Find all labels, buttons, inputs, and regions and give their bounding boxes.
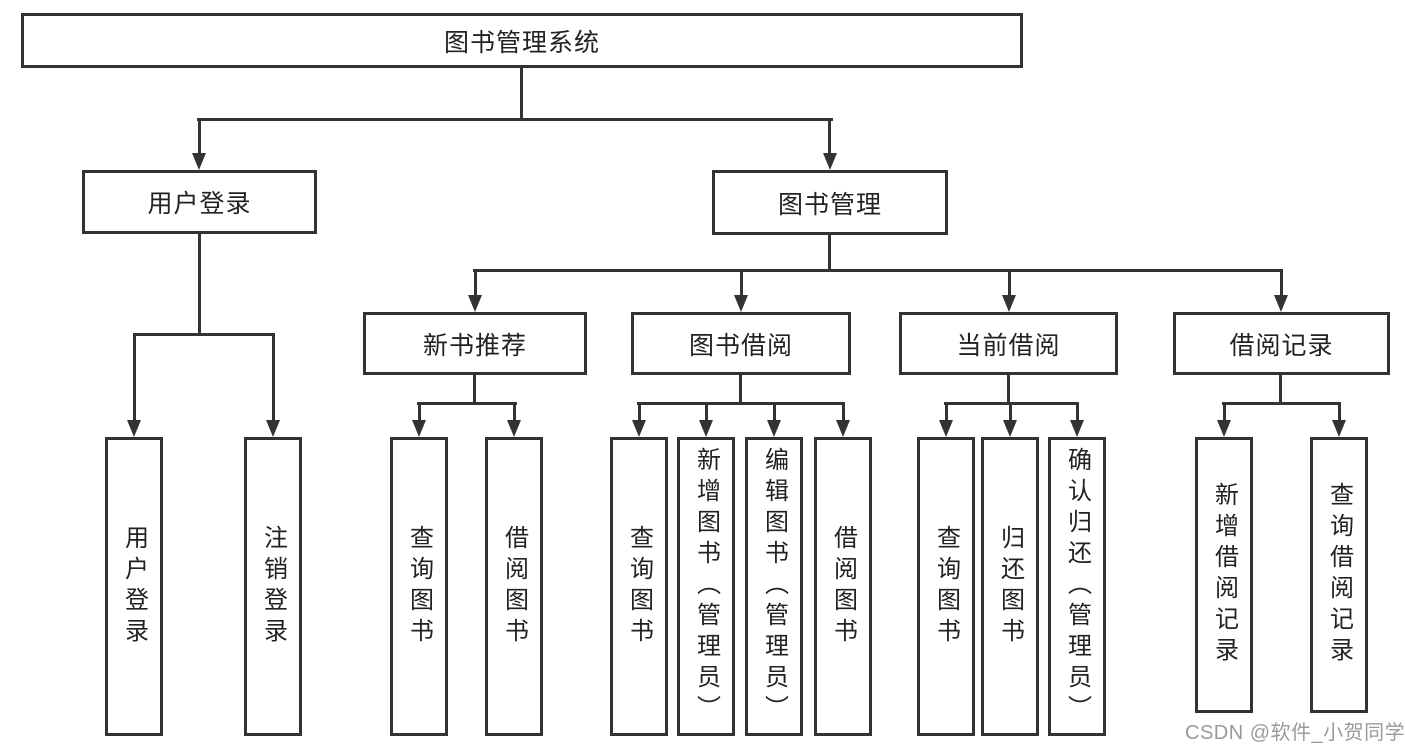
arrow-down-icon xyxy=(823,153,837,170)
connector-module-vertical xyxy=(1279,375,1282,404)
arrow-down-icon xyxy=(1003,420,1017,437)
connector-stem-book-management xyxy=(828,121,831,153)
connector-module-horizontal xyxy=(1222,402,1341,405)
connector-root-vertical xyxy=(520,68,523,120)
arrow-down-icon xyxy=(734,295,748,312)
leaf-confirm-return-admin: 确认归还（管理员） xyxy=(1048,437,1106,736)
connector-stem-leaf xyxy=(1076,404,1079,420)
connector-stem-leaf xyxy=(945,404,948,420)
node-book-management: 图书管理 xyxy=(712,170,948,235)
connector-userlogin-horizontal xyxy=(133,333,275,336)
connector-stem-module xyxy=(474,271,477,295)
leaf-borrow-books: 借阅图书 xyxy=(814,437,872,736)
connector-module-horizontal xyxy=(417,402,517,405)
connector-module-vertical xyxy=(473,375,476,404)
node-current-borrow: 当前借阅 xyxy=(899,312,1118,375)
connector-stem-leaf xyxy=(773,404,776,420)
node-borrow-records: 借阅记录 xyxy=(1173,312,1390,375)
arrow-down-icon xyxy=(468,295,482,312)
connector-module-vertical xyxy=(739,375,742,404)
connector-stem-module xyxy=(740,271,743,295)
leaf-query-books: 查询图书 xyxy=(390,437,448,736)
connector-stem-module xyxy=(1280,271,1283,295)
connector-stem-leaf xyxy=(705,404,708,420)
arrow-down-icon xyxy=(127,420,141,437)
connector-bookmgmt-horizontal xyxy=(473,269,1283,272)
connector-stem-leaf xyxy=(272,335,275,420)
connector-stem-leaf xyxy=(638,404,641,420)
connector-module-horizontal xyxy=(944,402,1079,405)
csdn-watermark: CSDN @软件_小贺同学 xyxy=(1185,722,1405,744)
connector-stem-leaf xyxy=(842,404,845,420)
arrow-down-icon xyxy=(767,420,781,437)
arrow-down-icon xyxy=(1002,295,1016,312)
leaf-add-borrow-record: 新增借阅记录 xyxy=(1195,437,1253,713)
connector-stem-leaf xyxy=(1338,404,1341,420)
arrow-down-icon xyxy=(192,153,206,170)
arrow-down-icon xyxy=(412,420,426,437)
arrow-down-icon xyxy=(1332,420,1346,437)
leaf-query-books: 查询图书 xyxy=(610,437,668,736)
node-user-login: 用户登录 xyxy=(82,170,317,234)
connector-userlogin-vertical xyxy=(198,233,201,335)
connector-stem-leaf xyxy=(513,404,516,420)
arrow-down-icon xyxy=(632,420,646,437)
connector-stem-leaf xyxy=(133,335,136,420)
leaf-user-login: 用户登录 xyxy=(105,437,163,736)
leaf-add-books-admin: 新增图书（管理员） xyxy=(677,437,735,736)
leaf-edit-books-admin: 编辑图书（管理员） xyxy=(745,437,803,736)
node-book-borrow: 图书借阅 xyxy=(631,312,851,375)
arrow-down-icon xyxy=(1274,295,1288,312)
leaf-query-borrow-record: 查询借阅记录 xyxy=(1310,437,1368,713)
arrow-down-icon xyxy=(699,420,713,437)
connector-module-vertical xyxy=(1007,375,1010,404)
arrow-down-icon xyxy=(836,420,850,437)
connector-bookmgmt-vertical xyxy=(828,235,831,271)
connector-stem-leaf xyxy=(418,404,421,420)
arrow-down-icon xyxy=(266,420,280,437)
connector-root-horizontal xyxy=(197,118,833,121)
arrow-down-icon xyxy=(1217,420,1231,437)
connector-stem-user-login xyxy=(198,121,201,153)
leaf-return-books: 归还图书 xyxy=(981,437,1039,736)
leaf-query-books: 查询图书 xyxy=(917,437,975,736)
arrow-down-icon xyxy=(939,420,953,437)
connector-stem-leaf xyxy=(1009,404,1012,420)
leaf-borrow-books: 借阅图书 xyxy=(485,437,543,736)
connector-stem-leaf xyxy=(1223,404,1226,420)
connector-stem-module xyxy=(1008,271,1011,295)
node-root-system: 图书管理系统 xyxy=(21,13,1023,68)
leaf-logout: 注销登录 xyxy=(244,437,302,736)
connector-module-horizontal xyxy=(637,402,845,405)
arrow-down-icon xyxy=(1070,420,1084,437)
arrow-down-icon xyxy=(507,420,521,437)
node-new-book-recommend: 新书推荐 xyxy=(363,312,587,375)
